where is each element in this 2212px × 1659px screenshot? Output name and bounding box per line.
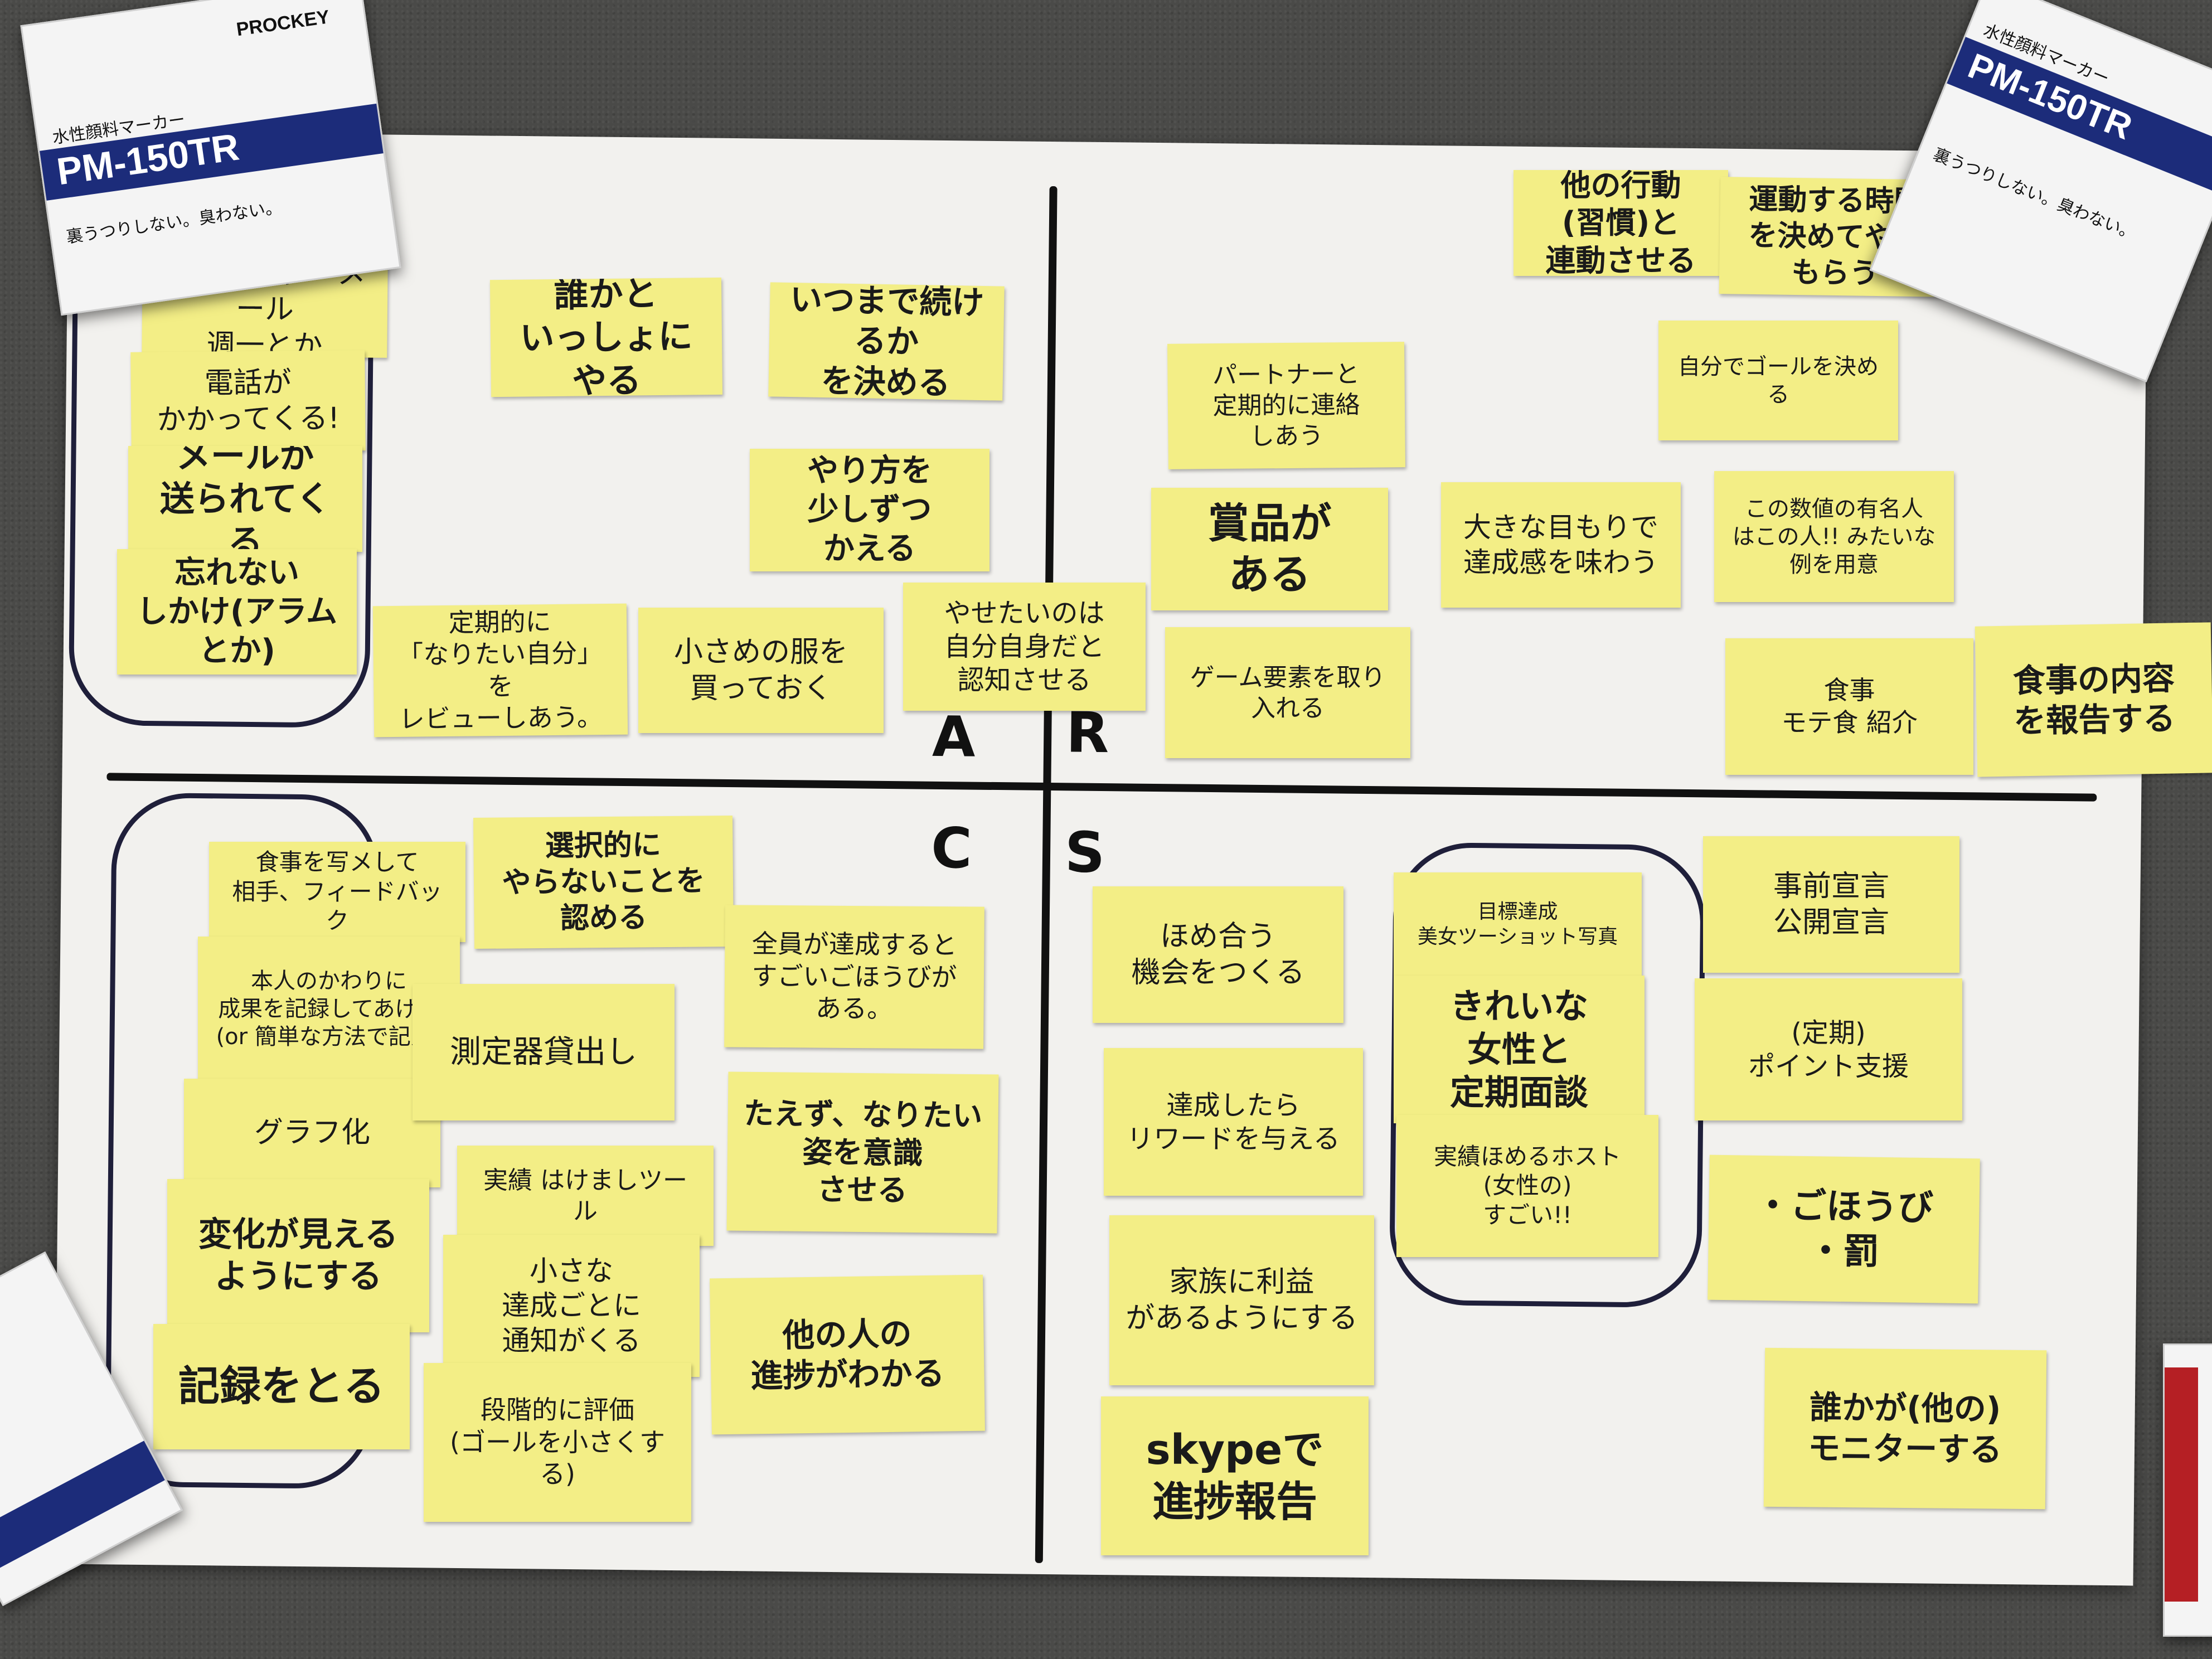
sticky-note: この数値の有名人 はこの人!! みたいな 例を用意 [1714,471,1954,602]
sticky-note: 他の行動 (習慣)と 連動させる [1514,170,1728,276]
quadrant-label-r: R [1065,700,1109,766]
marker-box-bottom-right [2163,1343,2212,1637]
sticky-note: 事前宣言 公開宣言 [1703,836,1959,973]
sticky-note: 選択的に やらないことを 認める [473,815,734,949]
sticky-note: ほめ合う 機会をつくる [1093,886,1343,1023]
sticky-note: グラフ化 [184,1079,440,1187]
sticky-note: 定期的に 「なりたい自分」を レビューしあう。 [372,603,628,738]
marker-box-band [2165,1367,2198,1602]
sticky-note: 測定器貸出し [413,984,675,1120]
sticky-note: 自分でゴールを決める [1658,321,1898,440]
sticky-note: 電話が かかってくる! [130,350,366,453]
marker-box-top-left: 水性顔料マーカー PM-150TR PROCKEY 裏うつりしない。臭わない。 [20,0,401,316]
sticky-note: やり方を 少しずつ かえる [750,449,989,571]
sticky-note: 食事を写メして 相手、フィードバック [209,842,465,942]
quadrant-label-a: A [932,704,976,770]
vertical-axis-line [1035,186,1058,1563]
sticky-note: 大きな目もりで 達成感を味わう [1441,482,1681,608]
sticky-note: たえず、なりたい 姿を意識 させる [726,1071,999,1234]
sticky-note: 変化が見える ようにする [167,1179,429,1332]
sticky-note: 実績ほめるホスト (女性の) すごい!! [1396,1115,1658,1257]
sticky-note: 全員が達成すると すごいごほうびが ある。 [724,905,984,1049]
marker-box-brand: PROCKEY [235,6,331,41]
quadrant-label-c: C [930,815,973,881]
sticky-note: 実績 はけましツール [457,1146,714,1246]
sticky-note: 誰かが(他の) モニターする [1763,1347,2047,1510]
sticky-note: やせたいのは 自分自身だと 認知させる [903,583,1146,711]
sticky-note: 達成したら リワードを与える [1104,1048,1363,1196]
sticky-note: パートナーと 定期的に連絡 しあう [1167,342,1405,469]
sticky-note: メールが 送られてくる [128,446,362,552]
sticky-note: いつまで続けるか を決める [768,282,1005,401]
sticky-note: ゲーム要素を取り 入れる [1165,627,1410,758]
sticky-note: きれいな 女性と 定期面談 [1394,976,1645,1123]
sticky-note: 目標達成 美女ツーショット写真 [1394,872,1642,976]
sticky-note: 誰かと いっしょにやる [489,277,723,397]
sticky-note: (定期) ポイント支援 [1695,978,1962,1120]
sticky-note: 忘れない しかけ(アラムとか) [117,549,357,675]
sticky-note: 食事 モテ食 紹介 [1725,638,1973,775]
sticky-note: 賞品が ある [1151,488,1388,610]
sticky-note: 他の人の 進捗がわかる [710,1274,985,1435]
sticky-note: 記録をとる [153,1324,410,1449]
sticky-note: 小さめの服を 買っておく [638,608,884,733]
sticky-note: 家族に利益 があるようにする [1109,1215,1374,1385]
horizontal-axis-line [106,773,2097,802]
sticky-note: ・ごほうび ・罰 [1707,1154,1980,1304]
quadrant-label-s: S [1064,819,1105,886]
sticky-note: 食事の内容 を報告する [1975,622,2212,777]
sticky-note: 段階的に評価 (ゴールを小さくする) [424,1363,691,1522]
sticky-note: 小さな 達成ごとに 通知がくる [443,1235,700,1377]
sticky-note: skypeで 進捗報告 [1101,1396,1369,1555]
